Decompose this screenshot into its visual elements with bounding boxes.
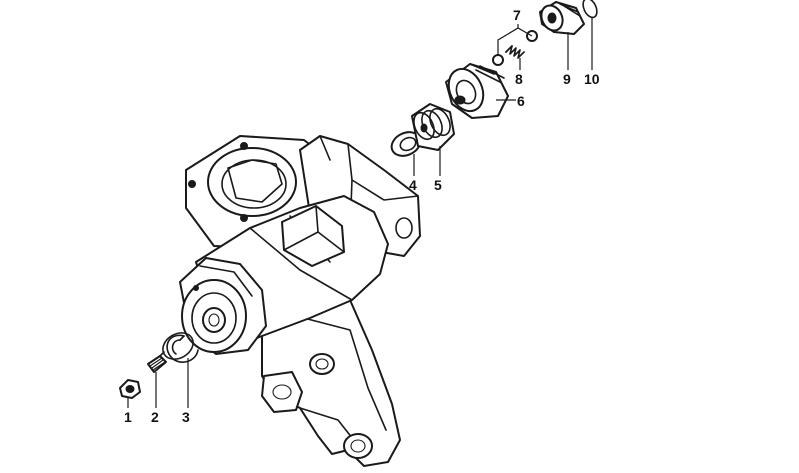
arm-side-lug <box>261 371 303 413</box>
part-8-spring <box>505 45 525 59</box>
flange-bolt-hole <box>188 180 196 188</box>
part-9-plug <box>539 1 585 35</box>
callout-9: 9 <box>563 71 571 87</box>
arm-bore-upper <box>309 353 335 375</box>
part-3-ring <box>162 332 194 360</box>
callout-4: 4 <box>409 177 417 193</box>
upper-bore <box>207 147 297 217</box>
callout-2: 2 <box>151 409 159 425</box>
callout-1: 1 <box>124 409 132 425</box>
steering-gear-housing <box>179 135 421 467</box>
part-5-valve-piston <box>411 103 455 151</box>
part-1-nut <box>119 379 141 399</box>
arm-bore-lower <box>343 433 373 459</box>
callout-10: 10 <box>584 71 600 87</box>
flange-bolt-hole <box>240 214 248 222</box>
callout-8: 8 <box>515 71 523 87</box>
part-10-seal <box>582 0 598 19</box>
cylinder-center-bore <box>202 307 226 333</box>
callout-5: 5 <box>434 177 442 193</box>
part-6-valve-housing <box>445 63 509 119</box>
callout-7: 7 <box>513 7 521 23</box>
part-2-adjusting-screw <box>147 351 167 373</box>
part-3-circlip <box>166 334 199 363</box>
callout-6: 6 <box>517 93 525 109</box>
flange-bolt-hole <box>240 142 248 150</box>
callout-3: 3 <box>182 409 190 425</box>
leader-lines <box>127 18 593 408</box>
